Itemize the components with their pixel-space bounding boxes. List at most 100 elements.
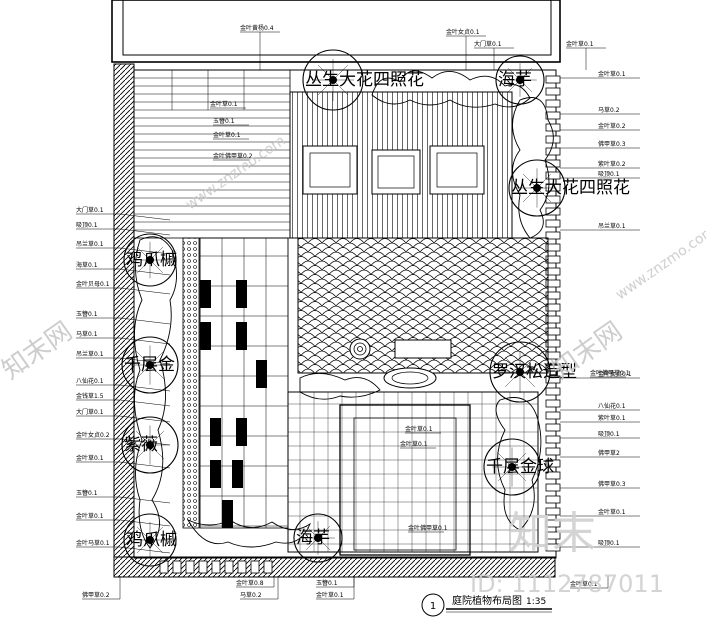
plant-callout: 吸顶0.1: [76, 222, 171, 236]
plant-callout: 玉簪0.1: [316, 576, 355, 588]
right-wall-blocks: [545, 75, 561, 552]
plant-callout: 金叶佛甲草0.1: [408, 524, 448, 533]
tree-label: 罗汉松造型: [492, 362, 577, 382]
plant-callout: 金叶女贞0.1: [560, 370, 640, 379]
svg-text:金叶草0.1: 金叶草0.1: [405, 425, 433, 433]
wall-block: [545, 99, 561, 108]
plant-callout: 金叶女贞0.2: [76, 431, 171, 446]
wall-block: [545, 519, 561, 528]
plant-callout: 吸顶0.1: [560, 431, 640, 439]
wall-block: [237, 560, 247, 574]
watermark-url: www.znzmo.com: [183, 133, 288, 213]
wall-block: [545, 531, 561, 540]
tree: 鸡爪槭: [123, 233, 177, 287]
plant-callout: 马草0.2: [240, 576, 279, 600]
svg-text:马草0.2: 马草0.2: [598, 106, 620, 114]
svg-text:金叶草0.1: 金叶草0.1: [76, 454, 104, 462]
watermark-brand-left: 知末网: [0, 316, 78, 385]
drawing-title: 庭院植物布局图: [452, 594, 522, 607]
plant-callout: 大门草0.1: [76, 408, 171, 423]
stepping-grid: [199, 237, 289, 529]
plant-callout: 金叶草0.1: [400, 440, 436, 449]
wall-block: [545, 387, 561, 396]
plant-callout: 金叶草0.1: [213, 131, 249, 140]
svg-text:八仙花0.1: 八仙花0.1: [76, 377, 104, 385]
svg-text:金叶黄杨0.4: 金叶黄杨0.4: [240, 24, 274, 32]
plant-callout: 金叶马草0.1: [76, 539, 171, 554]
plant-callout: 吊兰草0.1: [76, 240, 171, 255]
title-block: 1 庭院植物布局图 1:35: [421, 593, 552, 617]
plant-callout: 金叶贝母0.1: [76, 280, 171, 295]
tree-label: 紫薇: [124, 435, 158, 455]
plant-callout: 金叶草0.1: [210, 100, 246, 109]
paving-block-dark: [222, 500, 233, 528]
svg-text:金叶贝母0.1: 金叶贝母0.1: [76, 280, 110, 288]
wall-block: [545, 423, 561, 432]
wall-block: [545, 375, 561, 384]
svg-text:金叶佛甲草0.2: 金叶佛甲草0.2: [213, 152, 253, 160]
plant-callout: 紫叶草0.2: [560, 160, 640, 169]
seat-middle: [371, 149, 421, 195]
plant-callout: 金叶佛甲草0.2: [213, 152, 253, 161]
plant-callout: 佛甲草0.3: [560, 140, 640, 149]
svg-text:金叶佛甲草0.1: 金叶佛甲草0.1: [590, 369, 630, 377]
tree-label: 鸡爪槭: [126, 250, 177, 270]
watermark-logo: 知末: [508, 508, 596, 559]
svg-text:吊兰草0.1: 吊兰草0.1: [76, 240, 104, 248]
wall-block: [545, 231, 561, 240]
drawing-number-circle: [421, 593, 445, 617]
wall-block: [545, 171, 561, 180]
wall-block: [211, 560, 221, 574]
plant-callout: 玉簪0.1: [76, 310, 171, 325]
pebble-strip: [182, 237, 200, 529]
svg-text:金叶女贞0.2: 金叶女贞0.2: [76, 431, 110, 439]
svg-text:金叶草0.1: 金叶草0.1: [316, 591, 344, 599]
plant-callout: 金叶佛甲草0.1: [590, 369, 630, 378]
svg-text:吸顶0.1: 吸顶0.1: [76, 222, 98, 229]
plant-callout: 金叶草0.1: [76, 454, 171, 469]
plant-callout: 吸顶0.1: [560, 540, 640, 548]
svg-text:吊兰草0.1: 吊兰草0.1: [598, 222, 626, 230]
svg-text:金叶草0.1: 金叶草0.1: [598, 70, 626, 78]
wall-block: [159, 560, 169, 574]
svg-text:玉簪0.1: 玉簪0.1: [213, 117, 235, 125]
plant-callout: 金叶草0.1: [560, 70, 640, 79]
paving-block-dark: [200, 322, 211, 350]
paving-block-dark: [236, 418, 247, 446]
wall-block: [545, 495, 561, 504]
svg-text:佛甲草0.3: 佛甲草0.3: [598, 480, 626, 488]
plant-callout: 金叶草0.2: [560, 122, 640, 131]
svg-text:大门草0.1: 大门草0.1: [76, 408, 104, 416]
plant-callout: 金叶草0.1: [570, 576, 609, 589]
svg-text:金叶女贞0.1: 金叶女贞0.1: [598, 370, 632, 378]
wall-block: [545, 507, 561, 516]
svg-text:佛甲草2: 佛甲草2: [598, 449, 620, 457]
tree: 罗汉松造型: [489, 341, 577, 403]
paving-block-dark: [210, 418, 221, 446]
watermark-url-right: www.znzmo.com: [613, 223, 706, 303]
paving-block-dark: [236, 322, 247, 350]
seat-left: [302, 145, 358, 195]
tree: 丛生大花四照花: [302, 49, 424, 111]
wall-block: [545, 447, 561, 456]
svg-text:金钱草1.5: 金钱草1.5: [76, 392, 104, 400]
wall-block: [545, 219, 561, 228]
svg-text:大门草0.1: 大门草0.1: [474, 40, 502, 48]
plant-callout: 佛甲草2: [560, 449, 640, 458]
wall-block: [172, 560, 182, 574]
svg-text:金叶佛甲草0.1: 金叶佛甲草0.1: [408, 524, 448, 532]
plant-callout: 海草0.1: [76, 261, 171, 276]
wall-block: [545, 411, 561, 420]
paving-block-dark: [256, 360, 267, 388]
svg-text:金叶草0.1: 金叶草0.1: [213, 131, 241, 139]
tree: 鸡爪槭: [123, 513, 177, 567]
svg-text:金叶草0.1: 金叶草0.1: [570, 580, 598, 588]
plant-callout: 八仙花0.1: [560, 402, 640, 411]
tree-label: 千层金球: [486, 457, 554, 477]
tree: 千层金: [121, 336, 179, 394]
stepping-stone: [394, 339, 452, 359]
drawing-number: 1: [430, 601, 436, 612]
timber-deck-upper: [133, 69, 291, 239]
wall-block: [224, 560, 234, 574]
